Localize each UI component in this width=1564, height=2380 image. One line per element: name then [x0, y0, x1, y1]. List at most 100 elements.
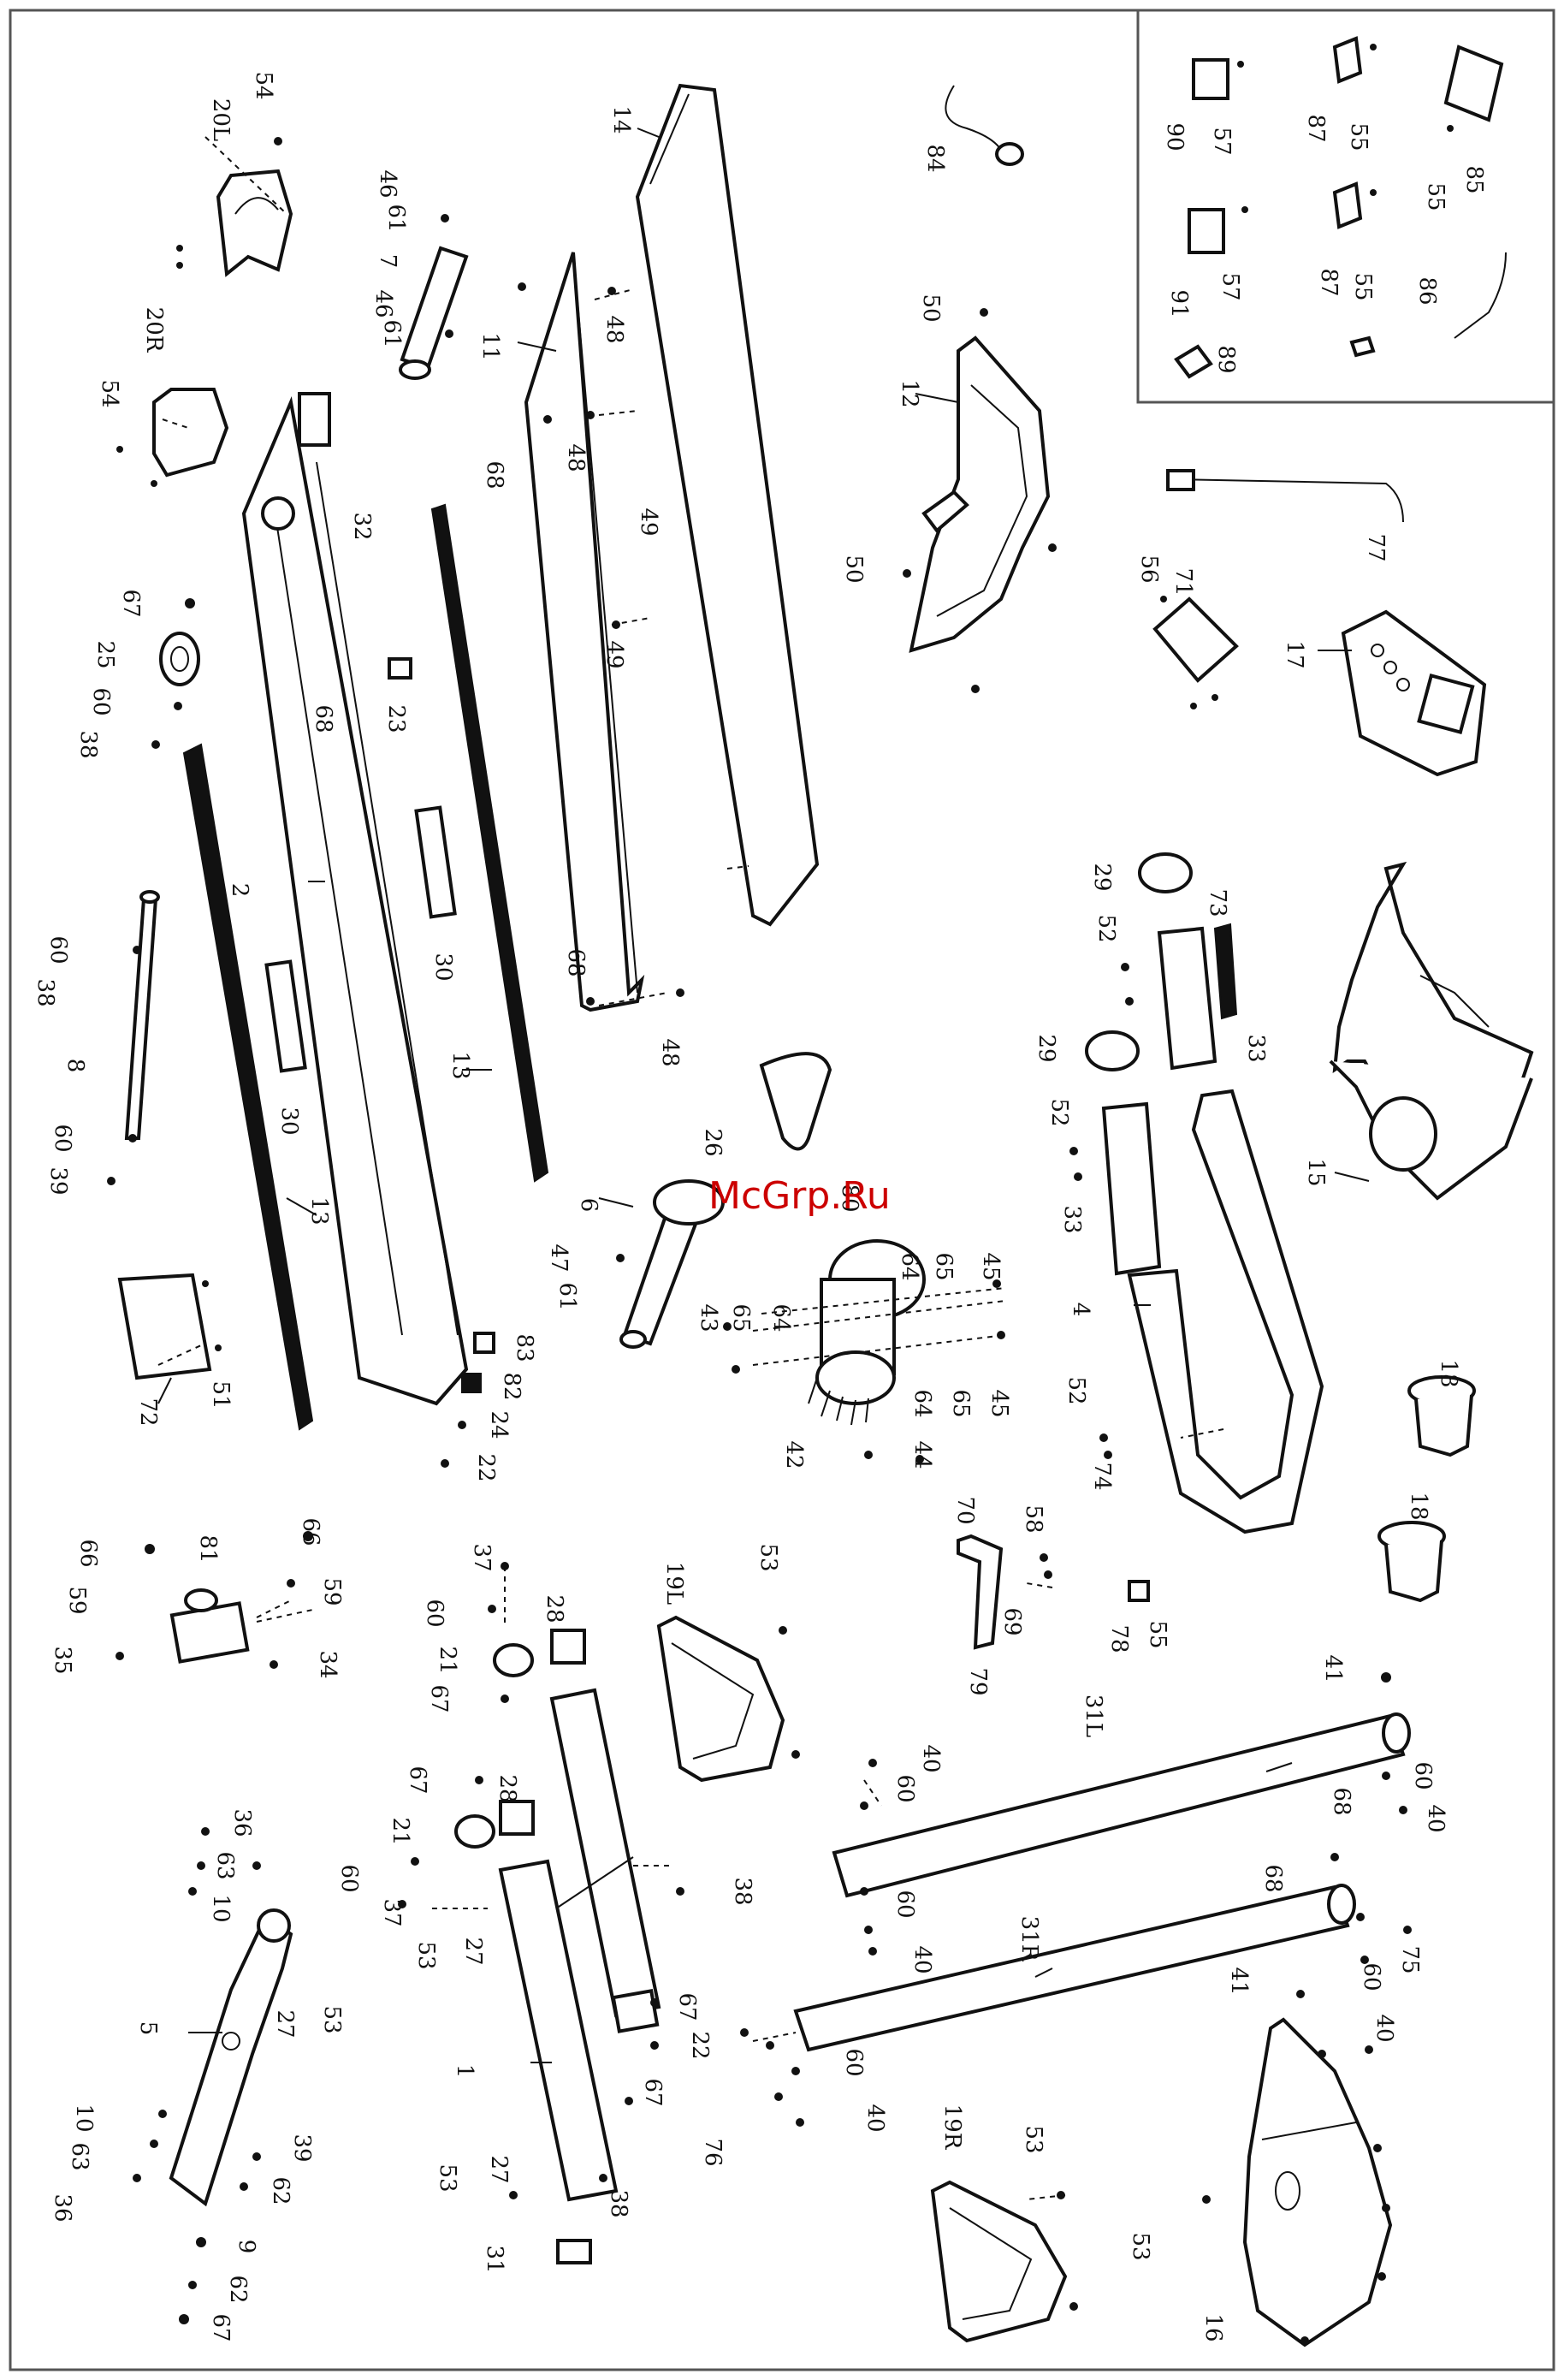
- part-label-p67e: 67: [640, 2078, 666, 2106]
- part-label-p45a: 45: [978, 1252, 1004, 1280]
- part-31l-tube: [832, 1712, 1411, 1898]
- part-label-p28b: 28: [495, 1774, 520, 1802]
- part-labels: 1245678910101112131314151617181819L19R20…: [33, 71, 1487, 2341]
- part-label-p54b: 54: [97, 379, 122, 407]
- part-label-p49a: 49: [636, 507, 661, 536]
- part-label-p26: 26: [700, 1128, 726, 1156]
- part-18-sleeve-upper: [1407, 1375, 1476, 1457]
- part-label-p60c: 60: [50, 1124, 75, 1152]
- part-71-keypad-board: [1152, 596, 1239, 683]
- part-label-p27b: 27: [272, 2009, 298, 2038]
- part-label-p60i: 60: [1359, 1962, 1384, 1991]
- part-13-side-rail-left: [182, 743, 314, 1431]
- part-2-main-frame: [241, 392, 469, 1406]
- part-label-p37a: 37: [469, 1543, 495, 1571]
- part-29-cap-upper: [1138, 852, 1193, 893]
- part-label-p7: 7: [375, 254, 400, 269]
- part-label-p83: 83: [512, 1333, 537, 1362]
- part-83-clip: [473, 1332, 495, 1354]
- part-label-p19r: 19R: [939, 2104, 965, 2151]
- part-label-p21b: 21: [388, 1817, 413, 1845]
- part-label-p28a: 28: [542, 1594, 567, 1623]
- part-label-p30b: 30: [276, 1107, 302, 1135]
- part-label-p40b: 40: [1423, 1804, 1448, 1832]
- part-84-power-cord: [945, 85, 1024, 166]
- part-81-lift-motor: [169, 1588, 250, 1664]
- part-label-p40a: 40: [918, 1744, 944, 1772]
- part-label-p61b: 61: [379, 319, 405, 347]
- part-label-p56: 56: [1136, 555, 1162, 583]
- part-label-p9: 9: [234, 2240, 259, 2254]
- part-label-p52c: 52: [1063, 1376, 1089, 1404]
- part-label-p41b: 41: [1226, 1967, 1252, 1995]
- part-72-bracket: [117, 1273, 212, 1380]
- part-73-plate: [1213, 923, 1238, 1020]
- part-label-p36a: 36: [229, 1808, 255, 1837]
- part-label-p29a: 29: [1089, 863, 1115, 891]
- part-label-p35: 35: [50, 1646, 75, 1674]
- part-label-p68d: 68: [1329, 1787, 1354, 1815]
- part-21-wheel-lower: [454, 1814, 495, 1849]
- part-label-p38c: 38: [730, 1877, 755, 1905]
- part-label-p15: 15: [1303, 1158, 1329, 1186]
- part-label-p57a: 57: [1209, 127, 1235, 155]
- part-78-clip: [1128, 1580, 1150, 1602]
- part-label-p40e: 40: [862, 2104, 888, 2132]
- part-label-p51: 51: [208, 1380, 234, 1409]
- part-label-p78: 78: [1106, 1624, 1132, 1653]
- part-label-p65c: 65: [948, 1389, 974, 1417]
- part-label-p70: 70: [952, 1496, 978, 1524]
- part-label-p53b: 53: [413, 1941, 439, 1969]
- part-label-p66a: 66: [75, 1539, 101, 1567]
- part-label-p10b: 10: [71, 2104, 97, 2132]
- part-20r-end-cap: [152, 388, 229, 478]
- part-label-p68c: 68: [563, 948, 589, 976]
- part-77-safety-cable: [1166, 469, 1404, 523]
- part-87-clip-lower: [1332, 181, 1363, 229]
- part-15-console-housing: [1329, 861, 1534, 1201]
- part-label-p48b: 48: [563, 443, 589, 472]
- watermark: McGrp.Ru: [708, 1174, 891, 1218]
- part-label-p67d: 67: [674, 1992, 700, 2021]
- part-87-clip-upper: [1332, 36, 1363, 84]
- part-88-tag: [1349, 335, 1376, 358]
- part-25-wheel: [159, 632, 200, 686]
- part-label-p13b: 13: [306, 1196, 332, 1225]
- part-label-p65a: 65: [931, 1252, 957, 1280]
- part-label-p48a: 48: [601, 315, 627, 343]
- part-1-base-frame: [498, 1688, 661, 2202]
- part-label-p60a: 60: [88, 687, 114, 715]
- part-16-base-cover: [1242, 2017, 1393, 2347]
- part-label-p62a: 62: [268, 2176, 293, 2205]
- part-label-p8: 8: [62, 1059, 88, 1073]
- part-17-console: [1341, 609, 1487, 777]
- part-label-p59b: 59: [319, 1577, 345, 1605]
- part-label-p53c: 53: [319, 2005, 345, 2033]
- part-label-p31l: 31L: [1081, 1694, 1106, 1737]
- part-label-p18b: 18: [1406, 1492, 1431, 1520]
- part-label-p61a: 61: [383, 204, 409, 232]
- part-label-p54a: 54: [251, 71, 276, 99]
- part-82-sensor: [461, 1373, 482, 1393]
- part-21-wheel-upper: [493, 1643, 534, 1677]
- part-label-p79: 79: [965, 1667, 991, 1695]
- part-label-p53a: 53: [755, 1543, 781, 1571]
- part-12-motor-cover: [909, 335, 1051, 653]
- part-86-wire: [1454, 252, 1507, 339]
- part-label-p46b: 46: [370, 289, 396, 318]
- part-label-p91: 91: [1166, 289, 1192, 318]
- part-label-p50b: 50: [841, 555, 867, 583]
- part-label-p60g: 60: [336, 1864, 362, 1892]
- part-label-p60j: 60: [841, 2048, 867, 2076]
- part-label-p50a: 50: [918, 294, 944, 322]
- part-label-p60d: 60: [422, 1599, 447, 1627]
- part-label-p42: 42: [781, 1440, 807, 1469]
- part-label-p64b: 64: [768, 1303, 794, 1332]
- part-label-p76: 76: [700, 2138, 726, 2166]
- part-label-p67c: 67: [405, 1766, 430, 1794]
- part-label-p57b: 57: [1217, 272, 1243, 300]
- part-label-p25: 25: [92, 640, 118, 668]
- part-label-p62b: 62: [225, 2275, 251, 2303]
- part-8-rear-roller: [124, 890, 160, 1140]
- part-label-p22a: 22: [473, 1453, 499, 1481]
